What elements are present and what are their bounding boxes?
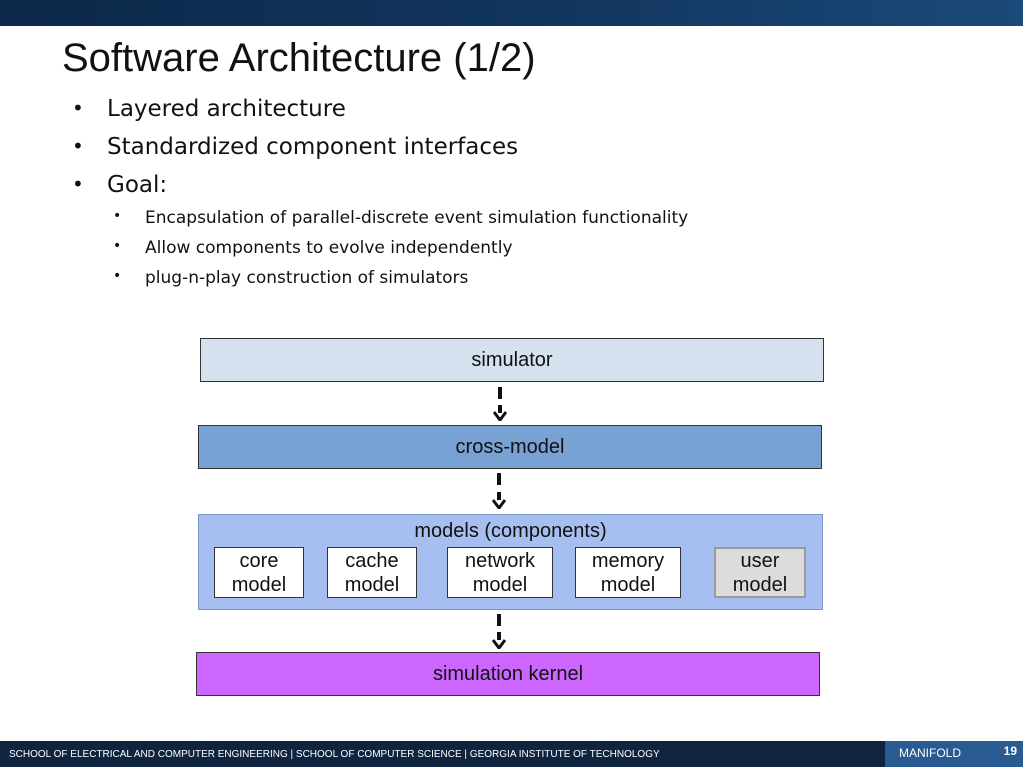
arrow-down-icon <box>489 611 509 653</box>
footer-bar: SCHOOL OF ELECTRICAL AND COMPUTER ENGINE… <box>0 741 1023 767</box>
sub-bullet-plug-n-play: plug-n-play construction of simulators <box>113 268 468 288</box>
bullet-goal: Goal: <box>72 172 167 198</box>
bullet-interfaces: Standardized component interfaces <box>72 134 518 160</box>
sub-bullet-encapsulation: Encapsulation of parallel-discrete event… <box>113 208 688 228</box>
brand-label: MANIFOLD <box>899 746 962 760</box>
arrow-down-icon <box>489 470 509 514</box>
models-label: models (components) <box>414 520 607 542</box>
simulation-kernel-layer: simulation kernel <box>196 652 820 696</box>
footer-text: SCHOOL OF ELECTRICAL AND COMPUTER ENGINE… <box>9 749 660 760</box>
cross-model-layer: cross-model <box>198 425 822 469</box>
page-number: 19 <box>1003 744 1017 758</box>
simulator-layer: simulator <box>200 338 824 382</box>
footer-brand-block: MANIFOLD 19 <box>885 741 1023 767</box>
arrow-down-icon <box>490 383 510 425</box>
sub-bullet-evolve: Allow components to evolve independently <box>113 238 512 258</box>
slide-title: Software Architecture (1/2) <box>62 36 536 80</box>
bullet-layered: Layered architecture <box>72 96 346 122</box>
top-banner <box>0 0 1023 26</box>
